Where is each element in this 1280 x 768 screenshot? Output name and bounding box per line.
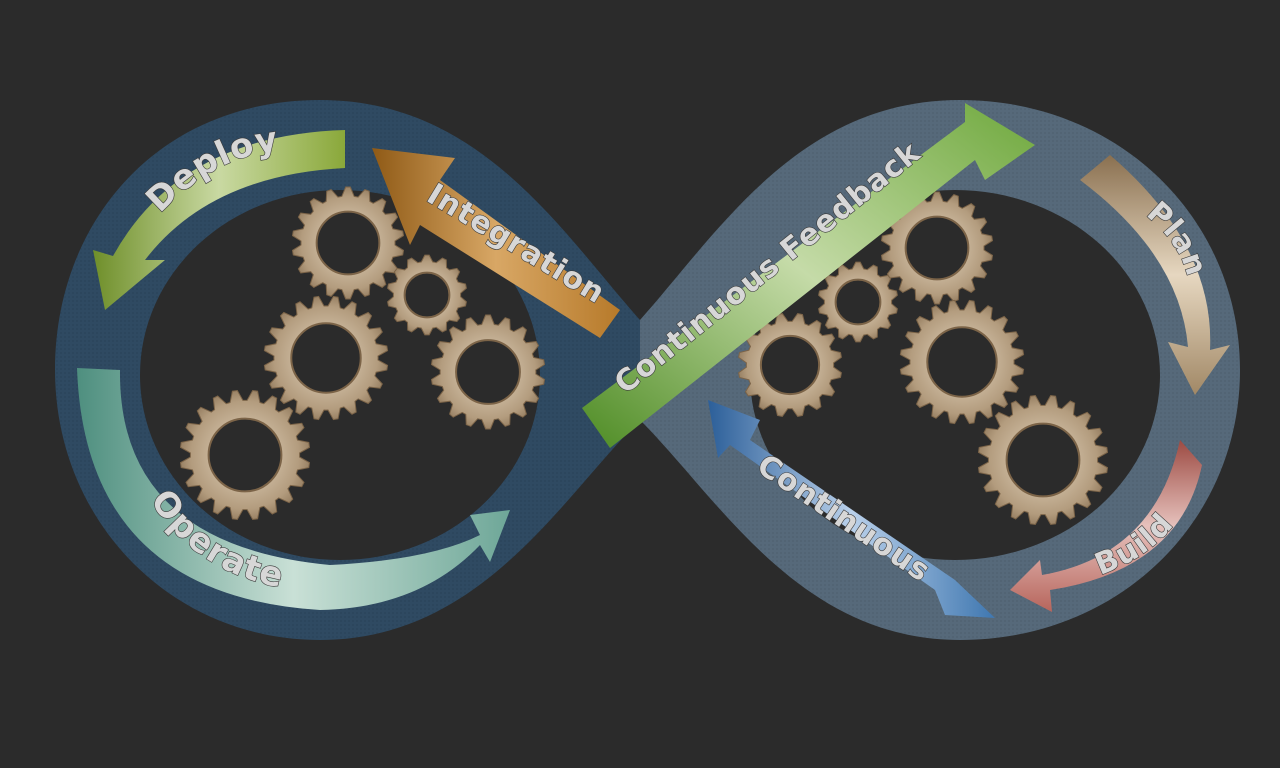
gear-icon	[387, 254, 467, 336]
build-arrow-body	[1010, 440, 1202, 612]
operate-arrow-body	[77, 368, 510, 610]
gear-icon	[818, 261, 898, 343]
gear-icon	[291, 186, 405, 300]
gear-icon	[263, 295, 389, 421]
gear-icon	[179, 389, 311, 521]
deploy-arrow-body	[93, 130, 345, 310]
gear-cluster-right	[738, 191, 1109, 526]
gear-icon	[899, 299, 1025, 425]
plan-arrow-body	[1080, 155, 1230, 395]
continuous-arrow-body	[708, 400, 995, 618]
continuous-feedback-arrow-body	[582, 103, 1035, 448]
gear-icon	[738, 313, 842, 417]
gear-icon	[977, 394, 1109, 526]
gear-icon	[880, 191, 994, 305]
gear-cluster-left	[179, 186, 546, 521]
gear-icon	[430, 314, 546, 430]
integration-arrow-body	[372, 148, 620, 338]
